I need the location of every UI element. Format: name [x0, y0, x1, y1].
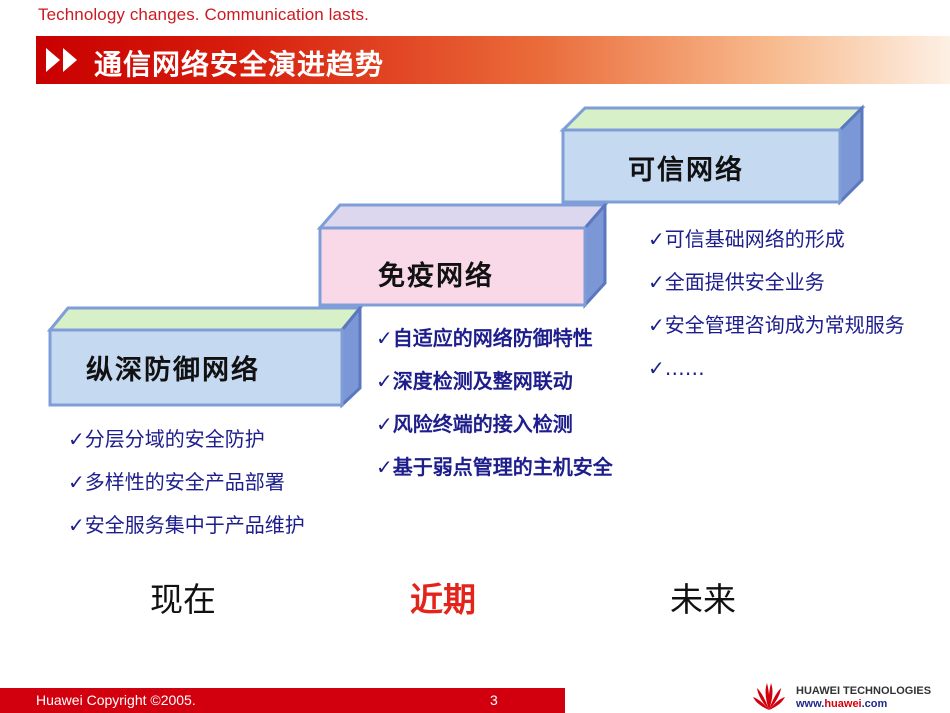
check-icon: ✓	[648, 313, 665, 337]
list-item: ✓多样性的安全产品部署	[68, 470, 285, 494]
step-label-right: 可信网络	[628, 155, 744, 186]
step-block-left	[46, 303, 364, 409]
huawei-logo-icon	[753, 683, 785, 710]
era-now: 现在	[150, 580, 216, 619]
brand-url: www.huawei.com	[796, 698, 888, 710]
check-icon: ✓	[376, 369, 393, 393]
list-item: ✓安全服务集中于产品维护	[68, 513, 305, 537]
check-icon: ✓	[376, 412, 393, 436]
check-icon: ✓	[648, 270, 665, 294]
check-icon: ✓	[68, 427, 85, 451]
page-number: 3	[490, 692, 498, 708]
tagline: Technology changes. Communication lasts.	[38, 5, 369, 24]
step-block-middle	[316, 200, 609, 309]
step-block-right	[559, 104, 866, 206]
list-item: ✓风险终端的接入检测	[376, 412, 573, 436]
era-near: 近期	[410, 580, 476, 619]
brand-name: HUAWEI TECHNOLOGIES	[796, 685, 932, 697]
list-item: ✓全面提供安全业务	[648, 270, 825, 294]
copyright-text: Huawei Copyright ©2005.	[36, 692, 196, 708]
check-icon: ✓	[376, 326, 393, 350]
step-label-left: 纵深防御网络	[86, 355, 260, 386]
bullet-list-left: ✓分层分域的安全防护 ✓多样性的安全产品部署 ✓安全服务集中于产品维护	[68, 418, 305, 547]
list-item: ✓……	[648, 356, 705, 380]
double-arrow-icon	[46, 48, 77, 72]
check-icon: ✓	[648, 227, 665, 251]
check-icon: ✓	[648, 356, 665, 380]
step-label-middle: 免疫网络	[378, 261, 494, 292]
brand-block: HUAWEI TECHNOLOGIES www.huawei.com	[796, 685, 931, 711]
list-item: ✓安全管理咨询成为常规服务	[648, 313, 905, 337]
bullet-list-middle: ✓自适应的网络防御特性 ✓深度检测及整网联动 ✓风险终端的接入检测 ✓基于弱点管…	[376, 317, 613, 489]
bullet-list-right: ✓可信基础网络的形成 ✓全面提供安全业务 ✓安全管理咨询成为常规服务 ✓……	[648, 218, 908, 390]
check-icon: ✓	[68, 513, 85, 537]
check-icon: ✓	[376, 455, 393, 479]
check-icon: ✓	[68, 470, 85, 494]
footer-bar: Huawei Copyright ©2005. 3	[0, 688, 565, 713]
list-item: ✓分层分域的安全防护	[68, 427, 265, 451]
title-bar: 通信网络安全演进趋势	[36, 36, 950, 84]
list-item: ✓深度检测及整网联动	[376, 369, 573, 393]
list-item: ✓自适应的网络防御特性	[376, 326, 593, 350]
list-item: ✓基于弱点管理的主机安全	[376, 455, 613, 479]
list-item: ✓可信基础网络的形成	[648, 227, 845, 251]
era-future: 未来	[670, 580, 736, 619]
slide-title: 通信网络安全演进趋势	[94, 48, 385, 81]
